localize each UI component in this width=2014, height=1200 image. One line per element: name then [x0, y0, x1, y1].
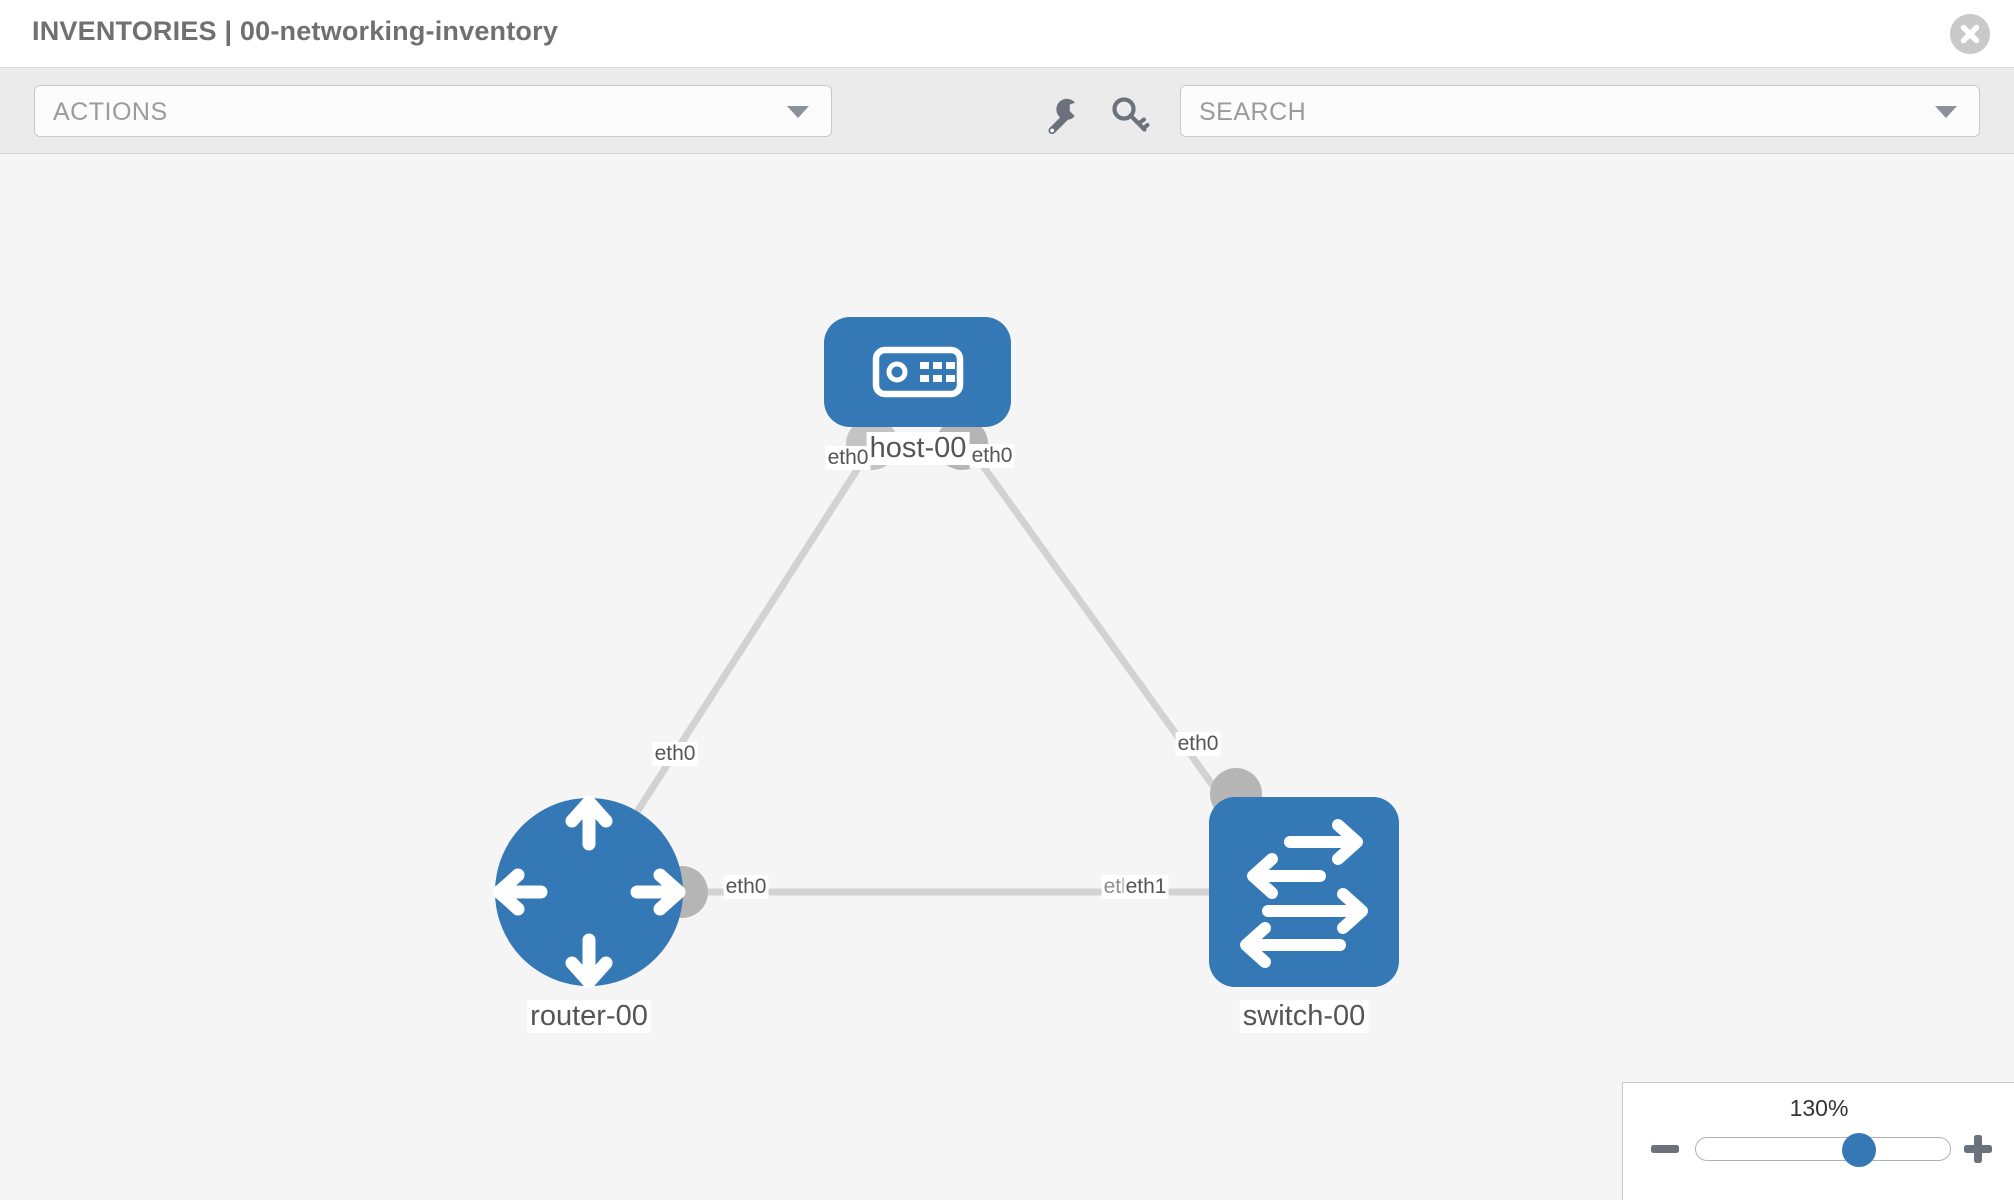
- search-input[interactable]: SEARCH: [1180, 85, 1980, 137]
- node-label-switch-00: switch-00: [1239, 1000, 1369, 1033]
- wrench-icon[interactable]: [1040, 93, 1084, 137]
- topology-graph: [492, 317, 1399, 989]
- node-router-00-shape[interactable]: [495, 798, 683, 986]
- iface-label-router00-eth0-uplink: eth0: [652, 742, 698, 766]
- topology-ports: [656, 418, 1264, 918]
- chevron-down-icon[interactable]: [1935, 106, 1957, 118]
- iface-label-switch00-eth1: eth1: [1123, 875, 1169, 899]
- actions-dropdown[interactable]: ACTIONS: [34, 85, 832, 137]
- switch-bidirectional-arrows-icon: [1240, 819, 1368, 968]
- chevron-down-icon: [787, 106, 809, 118]
- topology-edges: [607, 431, 1258, 896]
- topology-canvas[interactable]: host-00 router-00 switch-00 eth0 eth0 et…: [0, 154, 2014, 1200]
- zoom-slider-track[interactable]: [1695, 1137, 1951, 1161]
- node-host-00[interactable]: [824, 317, 1011, 427]
- iface-label-router00-eth0: eth0: [723, 875, 769, 899]
- edge-host00-switch00[interactable]: [957, 431, 1258, 847]
- actions-dropdown-label: ACTIONS: [53, 98, 168, 126]
- node-label-router-00: router-00: [527, 1000, 651, 1033]
- node-host-00-shape[interactable]: [824, 317, 1011, 427]
- node-switch-00-shape[interactable]: [1209, 797, 1399, 987]
- node-label-host-00: host-00: [866, 432, 970, 465]
- node-switch-00[interactable]: [1209, 797, 1399, 987]
- search-placeholder: SEARCH: [1199, 98, 1307, 126]
- zoom-control-panel: 130%: [1622, 1082, 2014, 1200]
- zoom-level-value: 130%: [1789, 1095, 1849, 1121]
- iface-label-host00-eth0-left: eth0: [825, 446, 871, 470]
- iface-label-switch00-eth0-uplink: eth0: [1175, 732, 1221, 756]
- minus-icon[interactable]: [1647, 1131, 1683, 1167]
- key-icon[interactable]: [1108, 93, 1152, 137]
- breadcrumb: INVENTORIES | 00-networking-inventory: [32, 16, 559, 46]
- iface-label-host00-eth0-right: eth0: [969, 444, 1015, 468]
- page-header: INVENTORIES | 00-networking-inventory: [0, 0, 2014, 68]
- close-icon[interactable]: [1950, 14, 1990, 54]
- edge-host00-router00[interactable]: [607, 432, 883, 856]
- plus-icon[interactable]: [1960, 1131, 1996, 1167]
- server-device-icon: [872, 346, 964, 398]
- router-four-arrows-icon: [492, 795, 686, 989]
- node-router-00[interactable]: [492, 795, 686, 989]
- zoom-slider-thumb[interactable]: [1841, 1133, 1876, 1167]
